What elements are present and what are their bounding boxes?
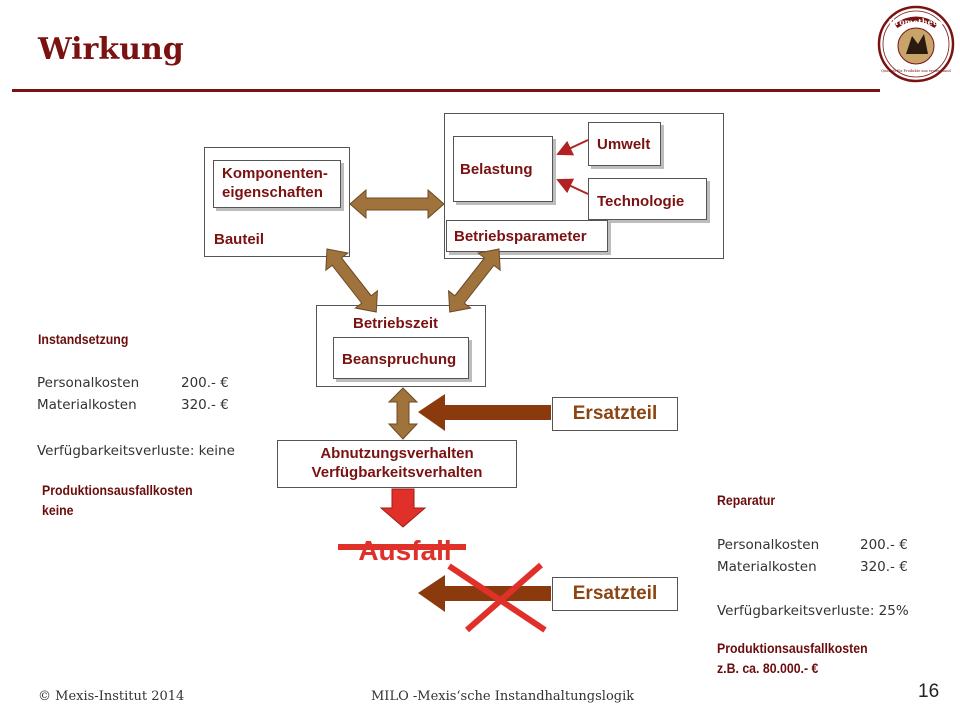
technologie-label: Technologie bbox=[597, 193, 685, 210]
instandsetzung-verfuegbarkeit: Verfügbarkeitsverluste: keine bbox=[37, 443, 235, 459]
reparatur-verfuegbarkeit: Verfügbarkeitsverluste: 25% bbox=[717, 603, 909, 619]
double-arrow-vertical bbox=[387, 387, 419, 440]
reparatur-personal-label: Personalkosten bbox=[717, 537, 820, 553]
double-arrow-horizontal bbox=[349, 188, 445, 220]
red-cross-line-1 bbox=[447, 563, 547, 633]
ausfall-text: Ausfall bbox=[358, 535, 451, 566]
umwelt-arrow bbox=[556, 139, 589, 156]
instandsetzung-material-label: Materialkosten bbox=[37, 397, 137, 413]
reparatur-material-label: Materialkosten bbox=[717, 559, 817, 575]
instandsetzung-produktion-line2: keine bbox=[42, 502, 74, 518]
prometheus-logo: Prometheus Qualität für Produkte aus ers… bbox=[877, 5, 955, 83]
reparatur-heading: Reparatur bbox=[717, 492, 776, 508]
svg-text:Prometheus: Prometheus bbox=[889, 17, 944, 27]
belastung-box bbox=[453, 136, 553, 202]
belastung-label: Belastung bbox=[460, 161, 533, 178]
ersatzteil-box-bottom: Ersatzteil bbox=[552, 577, 678, 611]
ersatzteil-box-top: Ersatzteil bbox=[552, 397, 678, 431]
page-number: 16 bbox=[918, 681, 940, 702]
beanspruchung-label: Beanspruchung bbox=[342, 351, 457, 368]
title-divider bbox=[12, 89, 880, 92]
instandsetzung-material-value: 320.- € bbox=[181, 397, 229, 413]
komponenten-box bbox=[213, 160, 341, 208]
slide-title: Wirkung bbox=[38, 32, 184, 67]
bauteil-label: Bauteil bbox=[214, 231, 265, 248]
umwelt-label: Umwelt bbox=[597, 136, 651, 153]
technologie-box bbox=[588, 178, 707, 220]
svg-text:Qualität für Produkte aus erst: Qualität für Produkte aus erster Hand bbox=[881, 69, 951, 73]
footer-title: MILO -Mexis‘sche Instandhaltungslogik bbox=[371, 689, 635, 704]
ersatzteil-arrow-top bbox=[418, 394, 551, 431]
betriebszeit-label: Betriebszeit bbox=[353, 315, 439, 332]
technologie-arrow bbox=[556, 178, 589, 195]
komponenten-label: Komponenten- eigenschaften bbox=[222, 165, 328, 201]
beanspruchung-box bbox=[333, 337, 469, 379]
betriebsparameter-label: Betriebsparameter bbox=[454, 228, 587, 245]
double-arrow-diag-right bbox=[448, 248, 501, 313]
betriebsparameter-box bbox=[446, 220, 608, 252]
red-down-arrow bbox=[379, 488, 427, 528]
reparatur-produktion-line1: Produktionsausfallkosten bbox=[717, 640, 868, 656]
umwelt-box bbox=[588, 122, 661, 166]
reparatur-produktion-line2: z.B. ca. 80.000.- € bbox=[717, 660, 819, 676]
footer-copyright: © Mexis-Institut 2014 bbox=[38, 689, 185, 704]
abnutzung-box bbox=[277, 440, 517, 488]
instandsetzung-personal-label: Personalkosten bbox=[37, 375, 140, 391]
abnutzung-label: Abnutzungsverhalten Verfügbarkeitsverhal… bbox=[311, 445, 483, 481]
instandsetzung-heading: Instandsetzung bbox=[38, 331, 129, 347]
reparatur-personal-value: 200.- € bbox=[860, 537, 908, 553]
ersatzteil-arrow-bottom bbox=[418, 575, 551, 612]
reparatur-material-value: 320.- € bbox=[860, 559, 908, 575]
instandsetzung-personal-value: 200.- € bbox=[181, 375, 229, 391]
instandsetzung-produktion-line1: Produktionsausfallkosten bbox=[42, 482, 193, 498]
double-arrow-diag-left bbox=[325, 248, 378, 313]
red-cross-line-2 bbox=[465, 562, 543, 633]
